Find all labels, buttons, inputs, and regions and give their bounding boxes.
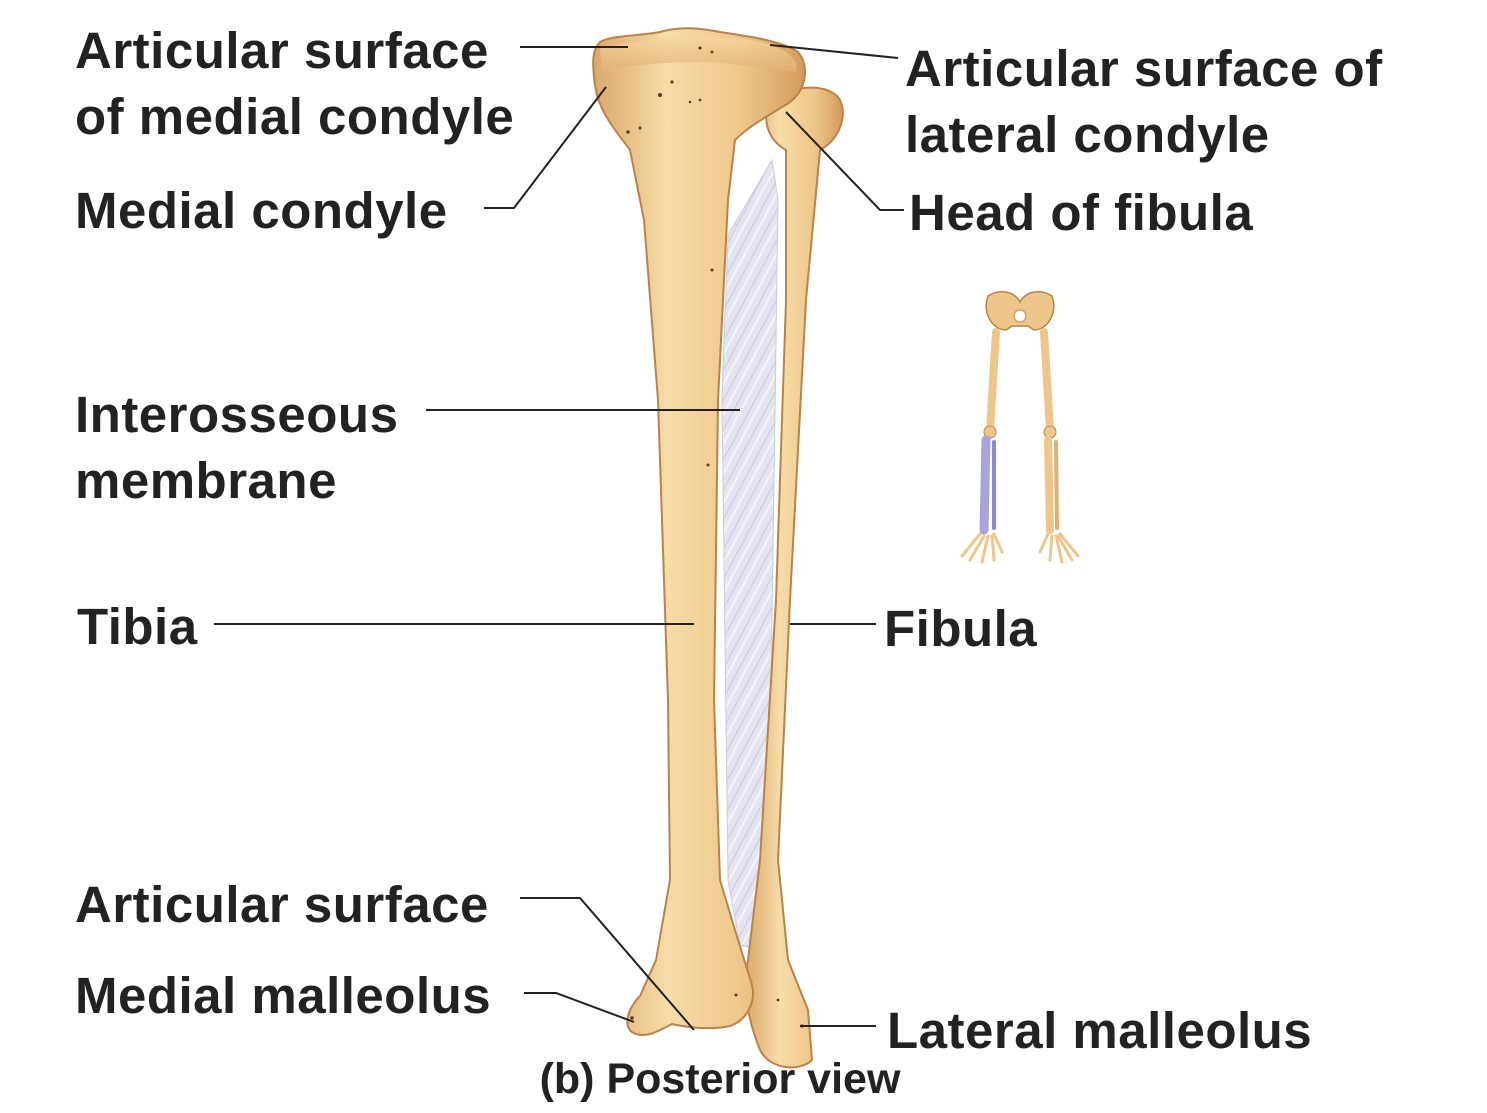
label-medial-condyle: Medial condyle: [75, 182, 448, 239]
fibula-bone: [744, 86, 844, 1069]
leader-articular-surface: [520, 897, 695, 1031]
label-line: Articular surface of: [905, 40, 1383, 97]
label-tibia: Tibia: [77, 598, 198, 655]
leader-articular-lateral-condyle: [769, 44, 899, 59]
label-articular-surface: Articular surface: [75, 876, 489, 933]
leader-head-of-fibula: [785, 111, 904, 211]
orientation-skeleton-icon: [960, 290, 1080, 564]
leader-lines: [214, 44, 904, 1031]
label-line: Articular surface: [75, 22, 489, 79]
label-lateral-malleolus: Lateral malleolus: [887, 1002, 1313, 1059]
label-articular-surface-of-lateral-condyle: Articular surface of lateral condyle: [905, 36, 1383, 168]
label-line: membrane: [75, 452, 337, 509]
tibia-bone: [592, 27, 806, 1036]
label-line: lateral condyle: [905, 106, 1270, 163]
label-fibula: Fibula: [884, 600, 1038, 657]
figure-caption: (b) Posterior view: [539, 1055, 901, 1103]
label-interosseous-membrane: Interosseous membrane: [75, 382, 398, 514]
label-line: of medial condyle: [75, 88, 515, 145]
leader-medial-malleolus: [524, 992, 635, 1023]
label-medial-malleolus: Medial malleolus: [75, 967, 492, 1024]
label-head-of-fibula: Head of fibula: [909, 184, 1254, 241]
label-articular-surface-of-medial-condyle: Articular surface of medial condyle: [75, 18, 514, 150]
leader-medial-condyle: [484, 86, 607, 209]
label-line: Interosseous: [75, 386, 399, 443]
